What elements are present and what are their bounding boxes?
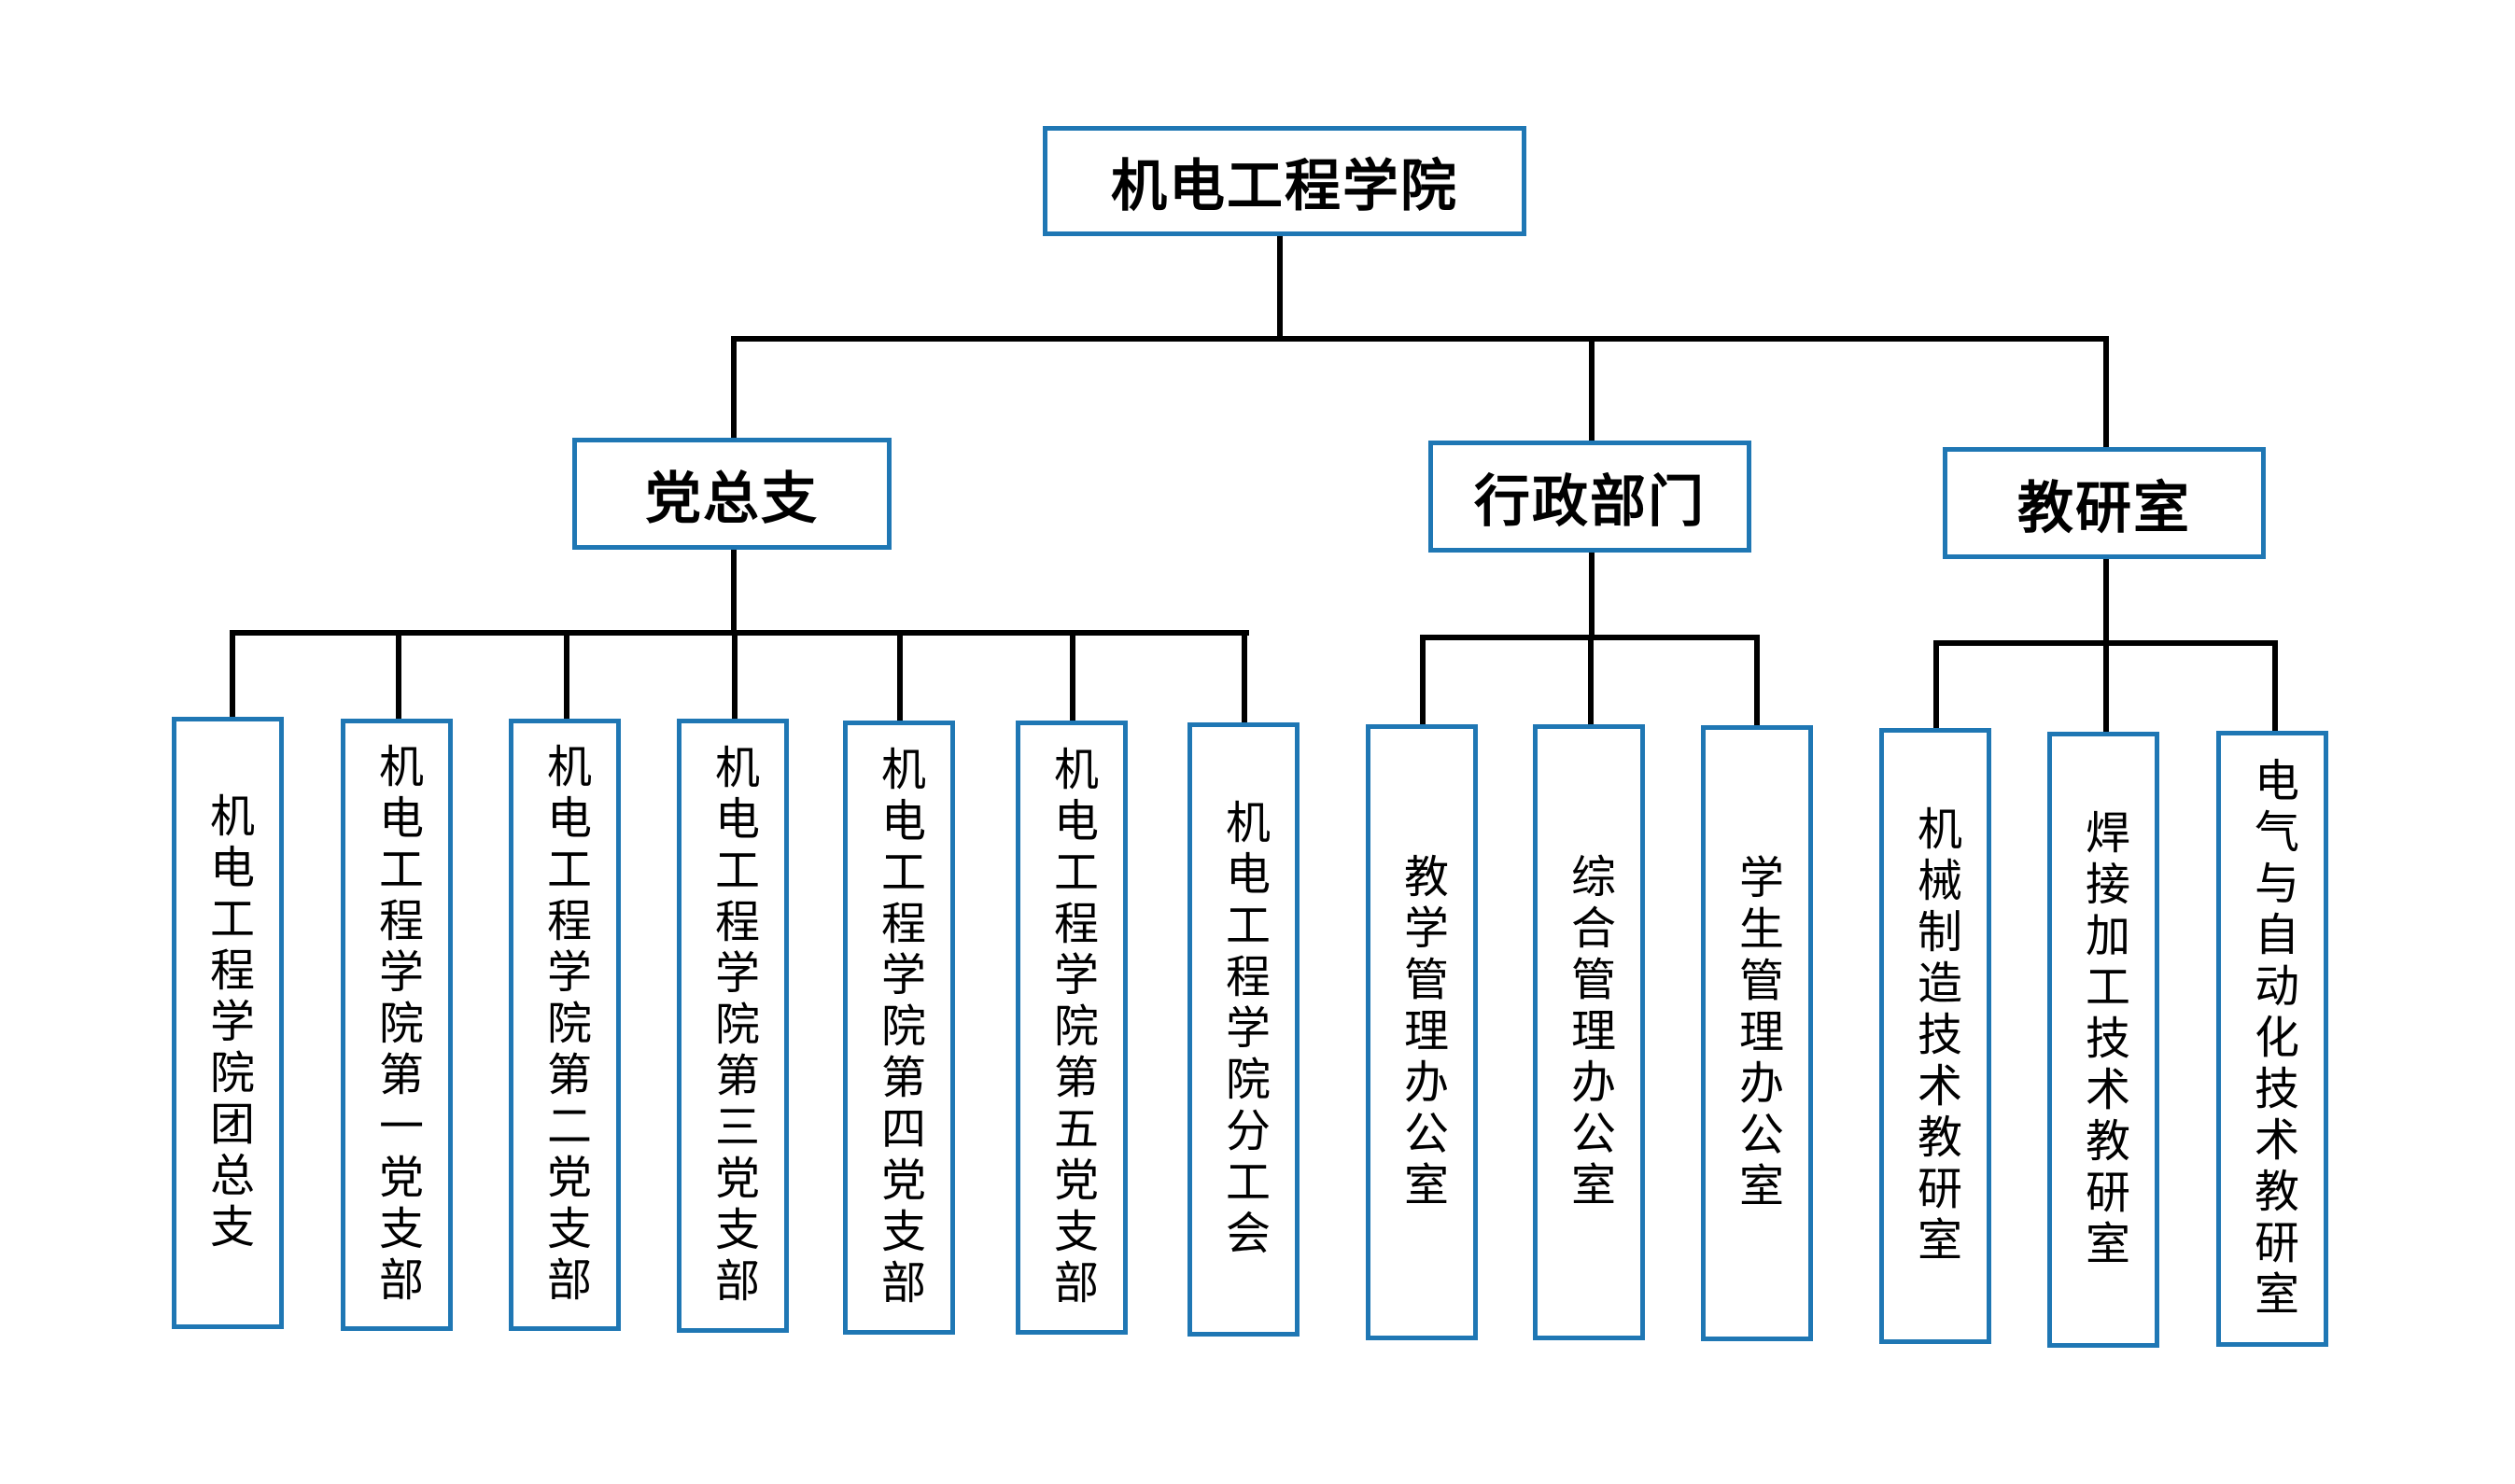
connector-dept-bus xyxy=(731,336,2109,342)
connector-dept-3-up xyxy=(2103,336,2109,450)
connector-leaf-1-6 xyxy=(1070,630,1075,724)
connector-dept-1-up xyxy=(731,336,737,441)
leaf-node-label: 机电工程学院第四党支部 xyxy=(873,745,925,1310)
leaf-node-label: 电气与自动化技术教研室 xyxy=(2246,756,2298,1322)
leaf-node-label: 学生管理办公室 xyxy=(1731,853,1783,1213)
connector-root-down xyxy=(1277,233,1283,339)
leaf-node: 综合管理办公室 xyxy=(1533,724,1645,1340)
leaf-node: 学生管理办公室 xyxy=(1701,725,1813,1341)
leaf-node: 机电工程学院团总支 xyxy=(172,717,284,1329)
connector-leaf-1-4 xyxy=(732,630,738,722)
leaf-node-label: 机电工程学院第三党支部 xyxy=(707,743,759,1309)
leaf-node: 机电工程学院第三党支部 xyxy=(677,719,789,1333)
leaf-node: 机电工程学院第一党支部 xyxy=(341,719,453,1331)
dept-node-label: 行政部门 xyxy=(1474,469,1706,535)
connector-leaf-1-5 xyxy=(897,630,903,724)
dept-node-teaching-office: 教研室 xyxy=(1943,447,2266,559)
leaf-node: 机电工程学院第二党支部 xyxy=(509,719,621,1331)
leaf-node-label: 综合管理办公室 xyxy=(1563,852,1615,1212)
leaf-node: 机电工程学院第四党支部 xyxy=(843,721,955,1335)
leaf-node-label: 机械制造技术教研室 xyxy=(1909,805,1961,1267)
connector-leaf-3-3 xyxy=(2272,640,2278,735)
connector-leaf-1-7 xyxy=(1242,630,1247,726)
dept-node-label: 党总支 xyxy=(645,466,819,532)
connector-group-1-bus xyxy=(230,630,1249,636)
connector-leaf-2-2 xyxy=(1588,635,1594,728)
leaf-node: 焊接加工技术教研室 xyxy=(2047,732,2159,1348)
leaf-node: 机电工程学院第五党支部 xyxy=(1016,721,1128,1335)
leaf-node: 教学管理办公室 xyxy=(1366,724,1478,1340)
root-node: 机电工程学院 xyxy=(1043,126,1526,236)
dept-node-administration: 行政部门 xyxy=(1428,441,1751,553)
leaf-node: 机电工程学院分工会 xyxy=(1187,722,1300,1337)
connector-dept-1-down xyxy=(731,546,737,634)
dept-node-party-branch: 党总支 xyxy=(572,438,892,550)
leaf-node-label: 机电工程学院团总支 xyxy=(202,791,254,1254)
connector-leaf-2-1 xyxy=(1420,635,1426,728)
connector-leaf-1-2 xyxy=(396,630,401,722)
connector-dept-2-up xyxy=(1589,336,1595,443)
leaf-node: 机械制造技术教研室 xyxy=(1879,728,1991,1344)
connector-dept-3-down xyxy=(2103,555,2109,644)
root-node-label: 机电工程学院 xyxy=(1111,153,1458,219)
connector-leaf-3-1 xyxy=(1933,640,1939,732)
leaf-node-label: 机电工程学院第一党支部 xyxy=(371,742,423,1308)
leaf-node: 电气与自动化技术教研室 xyxy=(2216,731,2328,1347)
connector-leaf-1-3 xyxy=(564,630,569,722)
connector-leaf-3-2 xyxy=(2103,640,2109,735)
leaf-node-label: 焊接加工技术教研室 xyxy=(2077,808,2129,1271)
connector-leaf-2-3 xyxy=(1754,635,1760,729)
connector-leaf-1-1 xyxy=(230,630,235,721)
leaf-node-label: 机电工程学院第二党支部 xyxy=(539,742,591,1308)
dept-node-label: 教研室 xyxy=(2017,475,2191,541)
leaf-node-label: 教学管理办公室 xyxy=(1396,852,1448,1212)
connector-dept-2-down xyxy=(1589,549,1595,638)
leaf-node-label: 机电工程学院分工会 xyxy=(1217,798,1270,1261)
leaf-node-label: 机电工程学院第五党支部 xyxy=(1046,745,1098,1310)
